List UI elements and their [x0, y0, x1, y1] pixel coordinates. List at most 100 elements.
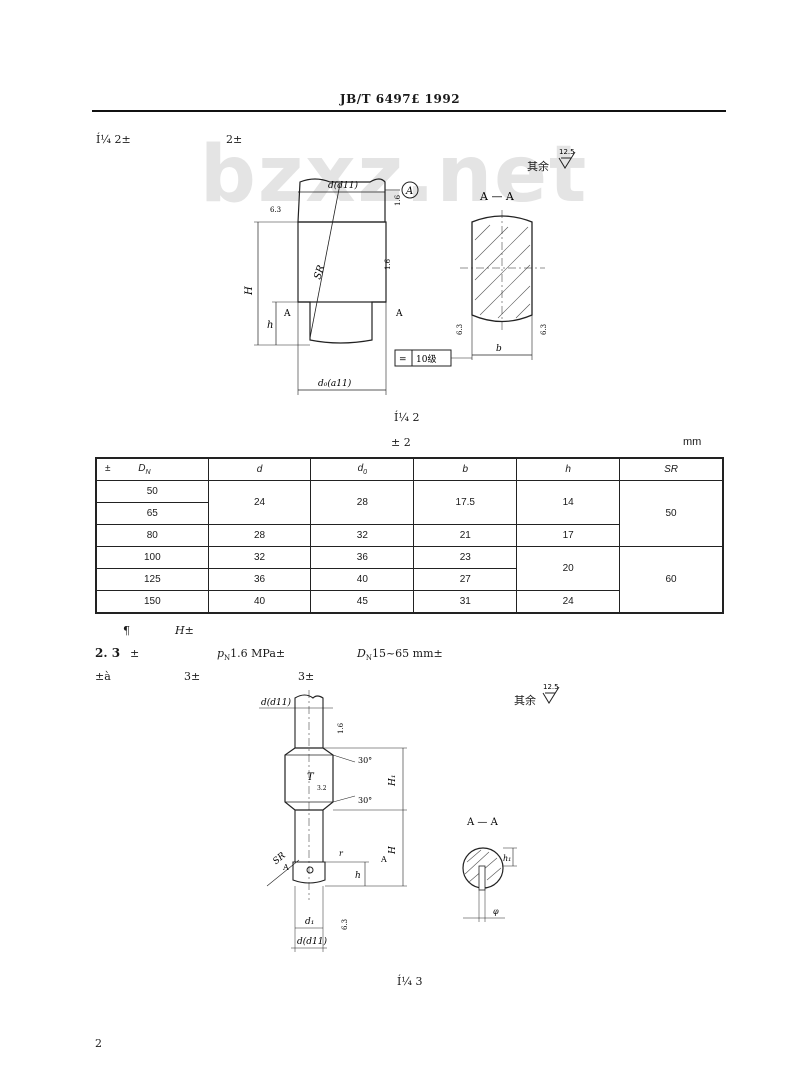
fig3-h1-section: h₁ [503, 854, 511, 863]
fig2-a-left: A [283, 309, 291, 319]
roughness-rest-value-2: 12.5 [543, 683, 559, 691]
cell-h: 24 [516, 590, 621, 614]
fig2-a-right: A [395, 309, 403, 319]
table-row: 50 24 28 17.5 14 50 [95, 480, 724, 547]
fig3-d-top: d(d11) [261, 697, 291, 708]
table-row: 125 36 40 27 [95, 568, 723, 591]
cell-dn: 125 [95, 568, 209, 591]
fig3-h-small: h [355, 871, 361, 881]
fig3-d1-label: d₁ [305, 917, 314, 927]
table-title: ± 2 [391, 436, 411, 449]
header-col-d0: d0 [310, 457, 415, 481]
fig2-rough-16: 1.6 [384, 258, 392, 270]
fig2-rough-16b: 1.6 [394, 194, 402, 206]
cell-d0: 45 [310, 590, 415, 614]
cell-d0: 40 [310, 568, 415, 591]
watermark: bzxz.net [200, 130, 589, 220]
fig2-h-small: h [267, 320, 273, 331]
fig3-r-label: r [339, 849, 344, 858]
fig2-section-label: A — A [479, 190, 515, 203]
cell-dn: 100 [95, 546, 209, 569]
header-col-d: d [207, 457, 312, 481]
fig3-section-label: A — A [466, 817, 499, 828]
section3-label: ±à [95, 670, 111, 683]
header-col-dn: ± DN [95, 457, 209, 481]
figure-intro-ref: 2± [226, 133, 243, 146]
cell-b: 31 [413, 590, 518, 614]
fig2-drawing: SR d(d11) A H h A A d₀(a11) 1.6 1.6 6.3 … [244, 178, 548, 395]
roughness-rest-value: 12.5 [559, 148, 575, 156]
fig2-sr-label: SR [312, 263, 327, 281]
cell-dn: 80 [95, 524, 209, 547]
spec-table: ± DN d d0 b h SR 50 24 28 17.5 14 50 65 … [95, 457, 724, 614]
cell-dn: 50 [95, 480, 209, 503]
fig2-rough-63b: 6.3 [456, 324, 464, 335]
svg-text:=: = [399, 355, 407, 365]
cell-h: 14 [516, 480, 621, 525]
fig2-d0-label: d₀(a11) [318, 378, 352, 389]
pressure-spec: pN1.6 MPa± [217, 647, 286, 663]
diameter-spec: DN15~65 mm± [357, 647, 443, 663]
cell-d0: 28 [310, 480, 415, 525]
fig2-rough-63c: 6.3 [540, 324, 548, 335]
fig3-d-bottom: d(d11) [297, 936, 327, 947]
fig2-d-label: d(d11) [328, 180, 358, 191]
fig3-angle-1: 30° [358, 756, 372, 765]
note-text: H± [175, 624, 194, 637]
cell-h: 17 [516, 524, 621, 547]
fig3-rough-16: 1.6 [337, 722, 345, 734]
fig3-drawing: d(d11) T 30° 30° H₁ H h A r SR A d₁ d(d1… [259, 690, 517, 952]
cell-b: 21 [413, 524, 518, 547]
roughness-rest-label: 其余 [527, 160, 549, 173]
cell-sr: 60 [619, 546, 724, 614]
header-col-h: h [516, 457, 621, 481]
cell-h: 20 [516, 546, 621, 591]
header-col-b: b [413, 457, 518, 481]
header-rule [92, 110, 726, 112]
fig3-t-label: T [307, 772, 315, 783]
fig2-rough-63: 6.3 [270, 206, 281, 214]
table-row: 100 32 36 23 20 60 [95, 546, 724, 614]
cell-dn: 65 [95, 502, 209, 525]
cell-d0: 32 [310, 524, 415, 547]
roughness-rest-label-2: 其余 [514, 694, 536, 707]
cell-d: 36 [207, 568, 312, 591]
note-prefix: ¶ [123, 624, 130, 637]
fig3-angle-2: 30° [358, 796, 372, 805]
table-unit: mm [683, 436, 702, 448]
fig3-a-left: A [282, 863, 289, 872]
cell-d: 28 [207, 524, 312, 547]
fig3-a-right: A [380, 855, 387, 864]
cell-d0: 36 [310, 546, 415, 569]
page-number: 2 [95, 1037, 102, 1050]
fig3-phi-label: φ [493, 907, 499, 916]
section-lead: ± [130, 647, 140, 660]
section-number: 2. 3 [95, 646, 121, 660]
fig3-rough-32: 3.2 [317, 785, 327, 792]
cell-d: 40 [207, 590, 312, 614]
fig3-h1-label: H₁ [388, 775, 398, 787]
roughness-symbol-icon-2: 12.5 [542, 683, 560, 704]
cell-dn: 150 [95, 590, 209, 614]
cell-d: 24 [207, 480, 312, 525]
fig2-datum-a: A [405, 186, 413, 197]
fig3-caption: Í¼ 3 [397, 975, 423, 988]
cell-d: 32 [207, 546, 312, 569]
table-header-row: ± DN d d0 b h SR [95, 457, 724, 481]
cell-b: 17.5 [413, 480, 518, 525]
cell-b: 23 [413, 546, 518, 569]
standard-header: JB/T 6497£ 1992 [339, 92, 461, 106]
header-col-sr: SR [619, 457, 724, 481]
roughness-symbol-icon: 12.5 [558, 148, 576, 169]
table-row: 150 40 45 31 24 [95, 590, 723, 614]
figure-intro-label: Í¼ 2± [96, 133, 131, 146]
fig2-h-total: H [244, 286, 255, 296]
section3-ref1: 3± [184, 670, 201, 683]
section3-ref2: 3± [298, 670, 315, 683]
fig2-tolerance-grade: 10级 [416, 353, 436, 365]
fig3-rough-63: 6.3 [341, 919, 349, 930]
cell-sr: 50 [619, 480, 724, 547]
fig2-b-label: b [496, 344, 502, 354]
fig2-caption: Í¼ 2 [394, 411, 420, 424]
cell-b: 27 [413, 568, 518, 591]
